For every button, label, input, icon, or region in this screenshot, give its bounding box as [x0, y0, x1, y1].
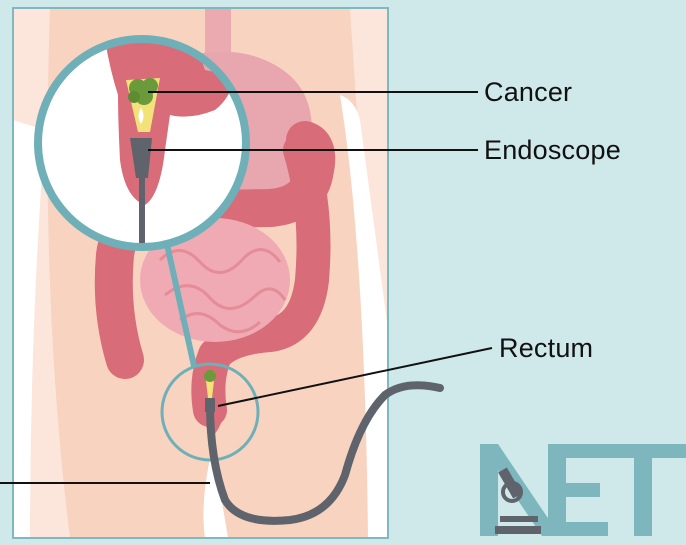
label-endoscope: Endoscope: [484, 135, 621, 166]
label-cancer: Cancer: [484, 77, 572, 108]
endoscope-small-tip: [205, 398, 215, 412]
net-logo: [480, 444, 686, 536]
label-rectum: Rectum: [499, 333, 593, 364]
